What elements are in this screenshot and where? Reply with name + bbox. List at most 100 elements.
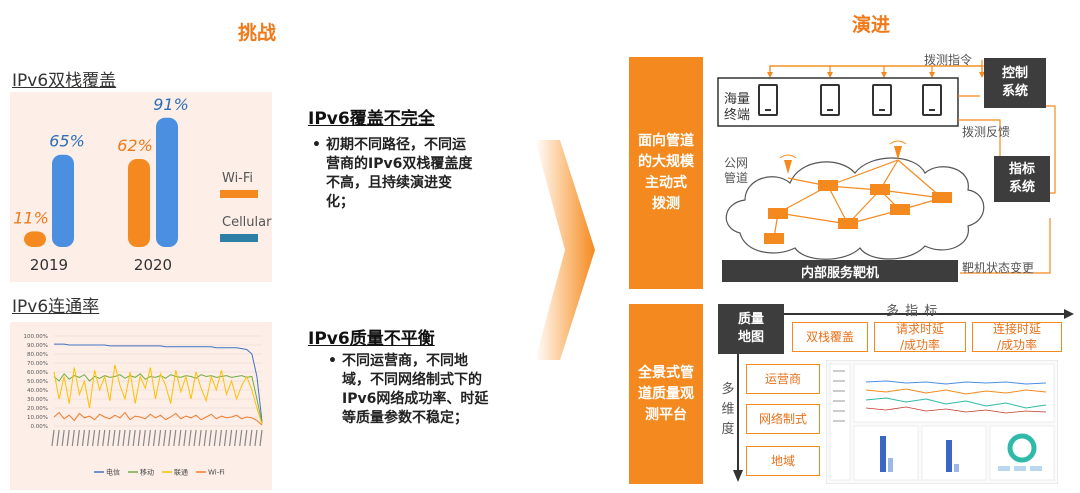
bar-value-label: 11% (13, 208, 49, 227)
active-probe-label-line: 面向管道 (638, 133, 694, 149)
quality-line-2: 域，不同网络制式下的 (342, 372, 482, 388)
x-category-tick (163, 429, 167, 447)
terminal-label-line: 终端 (724, 108, 751, 123)
x-category-tick (259, 429, 263, 447)
quality-axes (733, 309, 1074, 482)
x-category-tick (97, 429, 101, 447)
bar-value-label: 91% (153, 95, 189, 114)
series-line-联通 (53, 364, 263, 425)
legend-label: Cellular (222, 215, 272, 230)
bullet-dot: • (312, 137, 321, 153)
y-tick-label: 20.00% (27, 406, 48, 412)
legend-label: 电信 (106, 468, 120, 477)
x-category-tick (254, 429, 258, 447)
x-category-tick (223, 429, 228, 447)
y-tick-label: 80.00% (27, 352, 48, 358)
quality-map-box: 质量 地图 (718, 304, 784, 354)
terminal-label: 海量 终端 (724, 92, 750, 124)
bar-wifi-2020 (128, 158, 150, 247)
series-line-电信 (54, 343, 263, 422)
legend-label: 移动 (140, 468, 154, 477)
y-tick-label: 0.00% (31, 424, 48, 430)
y-tick-label: 60.00% (27, 370, 48, 376)
legend-swatch (220, 234, 258, 242)
coverage-line-2: 营商的IPv6双栈覆盖度 (326, 156, 473, 172)
bar-wifi-2019 (24, 231, 46, 247)
x-category-tick (218, 429, 223, 447)
terminal-phone-icon (758, 84, 778, 116)
dimension-carrier: 运营商 (746, 364, 820, 394)
x-category-tick (71, 429, 75, 447)
bar-category-label: 2019 (30, 256, 68, 274)
x-category-tick (239, 429, 243, 447)
quality-platform-label-line: 道质量观 (638, 385, 694, 402)
active-probe-label-line: 的大规模 (638, 154, 694, 170)
x-category-tick (86, 429, 91, 447)
dimension-network-type: 网络制式 (746, 404, 820, 434)
public-net-label-line: 公网 (724, 156, 749, 170)
bar-category-label: 2020 (134, 256, 172, 274)
connectivity-chart-card: 100.00%90.00%80.00%70.00%60.00%50.00%40.… (10, 322, 272, 490)
coverage-line-1: 初期不同路径，不同运 (326, 137, 466, 153)
x-category-tick (117, 429, 121, 447)
y-tick-label: 50.00% (27, 379, 48, 385)
x-category-tick (51, 429, 55, 447)
metric-connect-latency: 连接时延 /成功率 (972, 322, 1062, 352)
control-system-box: 控制 系统 (984, 58, 1046, 108)
challenge-header: 挑战 (238, 22, 277, 44)
multi-dimension-char: 维 (721, 402, 735, 417)
bar-cellular-2020 (156, 117, 178, 247)
x-category-tick (168, 429, 172, 447)
indicator-system-box: 指标 系统 (994, 156, 1050, 202)
x-category-tick (132, 429, 136, 447)
indicator-system-line: 系统 (1008, 180, 1035, 195)
probe-feedback-label: 拨测反馈 (962, 125, 1011, 139)
x-category-tick (193, 429, 197, 447)
bar-value-label: 65% (49, 132, 85, 151)
multi-dimension-char: 多 (721, 382, 735, 397)
public-net-label: 公网 管道 (724, 156, 748, 186)
coverage-line-4: 化； (326, 194, 354, 210)
multi-dimension-label: 多 维 度 (720, 380, 736, 440)
x-category-tick (91, 429, 96, 447)
metric-request-latency: 请求时延 /成功率 (874, 322, 966, 352)
series-line-移动 (53, 373, 263, 424)
x-category-tick (228, 429, 233, 447)
connectivity-chart-title: IPv6连通率 (12, 297, 100, 317)
target-state-label: 靶机状态变更 (962, 261, 1035, 275)
x-category-tick (102, 429, 106, 447)
x-category-tick (213, 429, 217, 447)
series-line-Wi-Fi (53, 411, 263, 426)
control-system-line: 控制 (1001, 66, 1028, 81)
x-category-tick (76, 429, 80, 447)
quality-line-3: IPv6网络成功率、时延 (342, 391, 489, 407)
x-category-tick (157, 429, 162, 447)
multi-dimension-char: 度 (721, 422, 735, 437)
target-server-label: 内部服务靶机 (800, 265, 879, 281)
legend-swatch (220, 190, 258, 198)
x-category-tick (249, 429, 253, 447)
terminal-phone-icon (820, 84, 840, 116)
legend-label: Wi-Fi (222, 171, 253, 186)
quality-platform-label-line: 全景式管 (638, 364, 694, 381)
y-tick-label: 100.00% (24, 334, 48, 340)
y-tick-label: 30.00% (27, 397, 48, 403)
x-category-tick (112, 429, 116, 447)
coverage-chart-title: IPv6双栈覆盖 (12, 71, 117, 91)
bullet-dot: • (328, 353, 337, 369)
x-category-tick (188, 429, 192, 447)
coverage-line-3: 不高，且持续演进变 (326, 175, 452, 191)
y-tick-label: 90.00% (27, 343, 48, 349)
x-category-tick (244, 429, 248, 447)
x-category-tick (183, 429, 187, 447)
x-category-tick (208, 429, 212, 447)
indicator-system-line: 指标 (1008, 162, 1035, 177)
quality-section-title: IPv6质量不平衡 (308, 329, 435, 349)
x-category-tick (173, 429, 177, 447)
terminal-phone-icon (922, 84, 942, 116)
multi-metric-label: 多 指 标 (886, 304, 939, 319)
x-category-tick (152, 429, 157, 447)
bar-cellular-2019 (52, 154, 74, 247)
dimension-region: 地域 (746, 446, 820, 476)
